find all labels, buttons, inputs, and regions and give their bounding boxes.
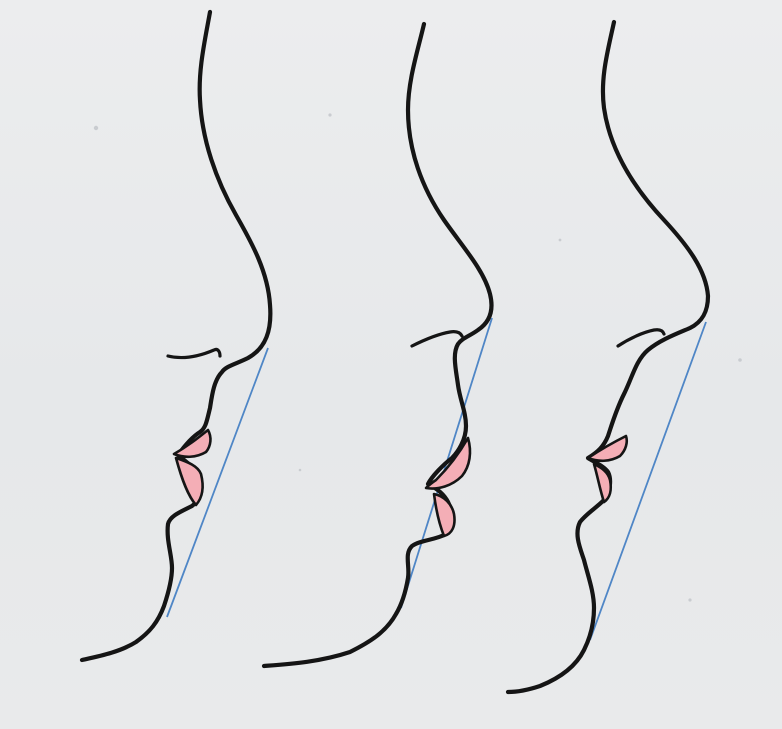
upper-lip-1 — [174, 430, 210, 457]
profile-1 — [82, 12, 270, 660]
esthetic-line-1 — [167, 348, 268, 617]
profile-3 — [508, 22, 708, 692]
lower-lip-2 — [434, 494, 455, 536]
lower-lip-1 — [176, 458, 203, 505]
face-outline-2 — [264, 24, 492, 666]
brow-line-1 — [168, 349, 220, 357]
profile-2 — [264, 24, 492, 666]
brow-line-2 — [412, 332, 462, 346]
face-outline-1 — [82, 12, 270, 660]
